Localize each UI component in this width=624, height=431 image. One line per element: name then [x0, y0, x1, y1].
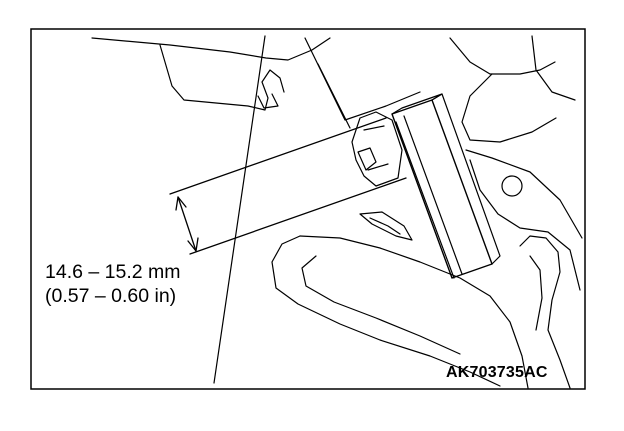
lower-lobe-inner	[301, 255, 461, 355]
housing-right-pocket	[461, 73, 557, 143]
housing-right-web	[465, 149, 583, 239]
figure-code: AK703735AC	[446, 364, 548, 381]
housing-top-outline	[91, 37, 331, 61]
rib-shade	[369, 217, 401, 235]
dimension-metric-label: 14.6 – 15.2 mm	[45, 261, 181, 283]
housing-right-edge	[531, 35, 576, 101]
housing-left-step	[159, 44, 285, 111]
figure-frame	[30, 28, 586, 390]
rib	[359, 211, 413, 241]
component-slot	[357, 147, 377, 171]
dimension-arrow-bottom	[187, 237, 199, 252]
dimension-imperial-label: (0.57 – 0.60 in)	[45, 285, 177, 307]
extension-line-upper	[169, 117, 387, 195]
gauge-block-side	[431, 93, 501, 265]
component-detail	[363, 125, 389, 171]
dimension-line	[177, 196, 197, 252]
lower-lobe	[271, 235, 501, 387]
extension-line-lower	[189, 177, 407, 255]
gauge-block-front	[391, 99, 493, 279]
right-boss	[519, 235, 571, 389]
dimension-arrow-top	[175, 196, 187, 211]
housing-right-lower	[469, 159, 581, 291]
lower-lobe-top	[299, 235, 529, 389]
housing-notch	[257, 93, 279, 109]
housing-right-upper	[449, 37, 556, 75]
component-body	[351, 111, 403, 187]
right-boss-inner	[529, 255, 543, 331]
bolt-hole	[501, 175, 523, 197]
gauge-block-face-line-2	[395, 121, 455, 279]
section-line	[213, 35, 266, 384]
gauge-block-face-line	[403, 115, 463, 275]
housing-inner-diagonal	[317, 63, 351, 129]
